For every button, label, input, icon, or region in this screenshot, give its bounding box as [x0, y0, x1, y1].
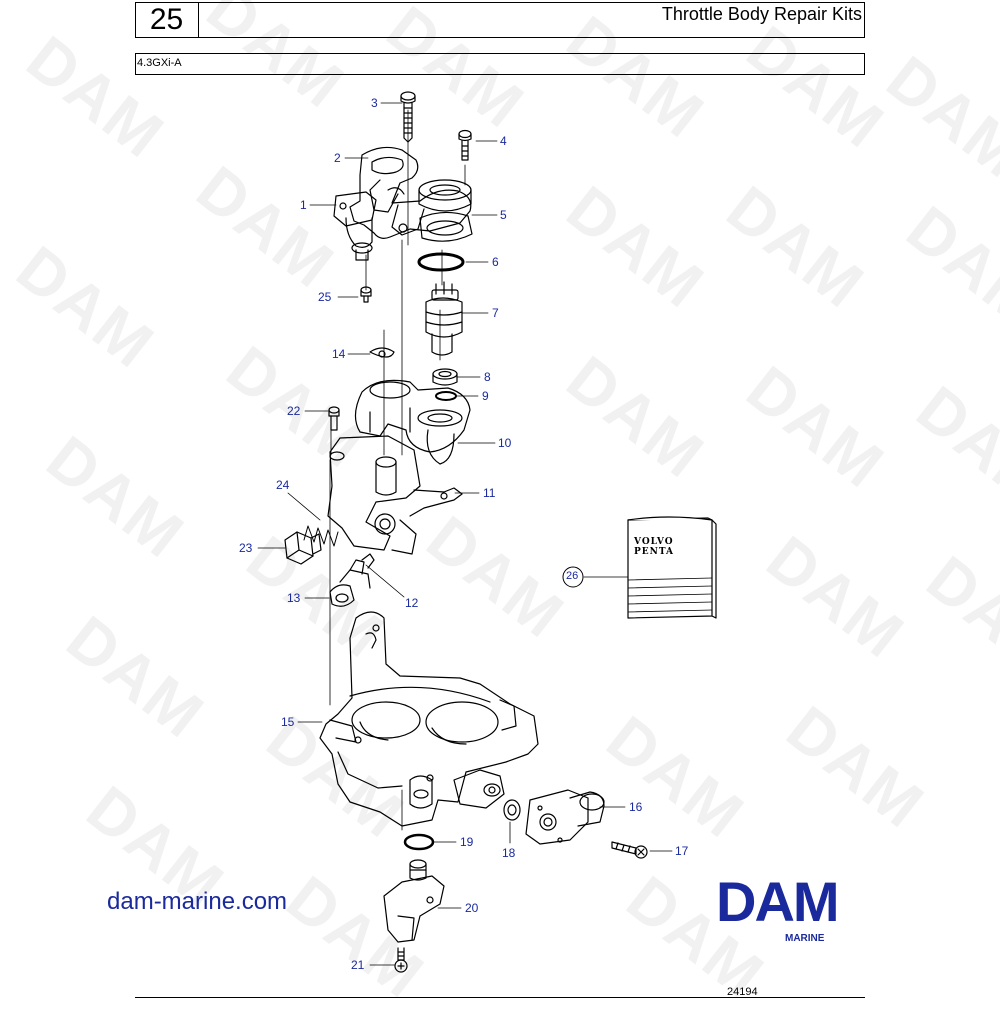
- callout-18: 18: [502, 846, 516, 860]
- page-title: Throttle Body Repair Kits: [661, 4, 862, 24]
- dam-logo: DAM: [716, 870, 840, 933]
- website-link[interactable]: dam-marine.com: [107, 888, 288, 915]
- callout-10: 10: [498, 436, 512, 450]
- iac-valve-part-16: [525, 789, 605, 845]
- callout-21: 21: [351, 958, 365, 972]
- fitting-part-23: [284, 531, 322, 565]
- callout-5: 5: [500, 208, 507, 222]
- seal-part-18: [503, 799, 521, 821]
- callout-circle-26: [562, 566, 584, 588]
- callout-6: 6: [492, 255, 499, 269]
- screw-part-17: [611, 841, 648, 859]
- drawing-number: 24194: [727, 986, 758, 998]
- callout-12: 12: [405, 596, 419, 610]
- fuel-meter-body-part-10: [354, 379, 471, 465]
- throttle-body-part-15: [319, 611, 539, 827]
- screw-part-25: [360, 286, 372, 303]
- model-frame: [135, 53, 865, 75]
- o-ring-part-6: [417, 252, 465, 272]
- callout-4: 4: [500, 134, 507, 148]
- callout-2: 2: [334, 151, 341, 165]
- o-ring-part-9: [435, 391, 457, 401]
- callout-19: 19: [460, 835, 474, 849]
- screw-part-21: [394, 947, 408, 973]
- fuel-bracket-part-11: [327, 435, 463, 555]
- callout-13: 13: [287, 591, 301, 605]
- header-frame: [135, 2, 865, 38]
- callout-8: 8: [484, 370, 491, 384]
- fitting-part-13: [329, 553, 375, 607]
- spring-part-24: [303, 525, 339, 547]
- kit-brand-line2: PENTA: [634, 547, 675, 557]
- callout-17: 17: [675, 844, 689, 858]
- repair-kit-box-part-26: [627, 516, 717, 619]
- model-label: 4.3GXi-A: [137, 57, 182, 69]
- seal-part-8: [432, 368, 458, 386]
- kit-brand: VOLVO PENTA: [634, 537, 674, 557]
- callout-1: 1: [300, 198, 307, 212]
- dam-logo-subtitle: MARINE: [785, 933, 825, 944]
- callout-7: 7: [492, 306, 499, 320]
- callout-22: 22: [287, 404, 301, 418]
- gasket-part-14: [369, 347, 395, 358]
- footer-divider: [135, 997, 865, 998]
- tps-sensor-part-20: [383, 859, 445, 943]
- kit-brand-line1: VOLVO: [634, 537, 674, 547]
- callout-23: 23: [239, 541, 253, 555]
- callout-3: 3: [371, 96, 378, 110]
- screw-part-3: [400, 91, 416, 143]
- o-ring-part-19: [403, 833, 435, 851]
- callout-9: 9: [482, 389, 489, 403]
- callout-11: 11: [483, 486, 496, 500]
- callout-14: 14: [332, 347, 346, 361]
- callout-24: 24: [276, 478, 290, 492]
- section-number: 25: [135, 2, 199, 38]
- screw-part-4: [458, 129, 472, 161]
- callout-26: 26: [566, 570, 579, 582]
- callout-15: 15: [281, 715, 295, 729]
- callout-20: 20: [465, 901, 479, 915]
- callout-25: 25: [318, 290, 332, 304]
- injector-part-7: [425, 281, 463, 356]
- screw-part-22: [328, 406, 340, 431]
- callout-16: 16: [629, 800, 643, 814]
- gasket-part-5: [419, 211, 473, 242]
- upper-housing-part-1: [333, 146, 472, 261]
